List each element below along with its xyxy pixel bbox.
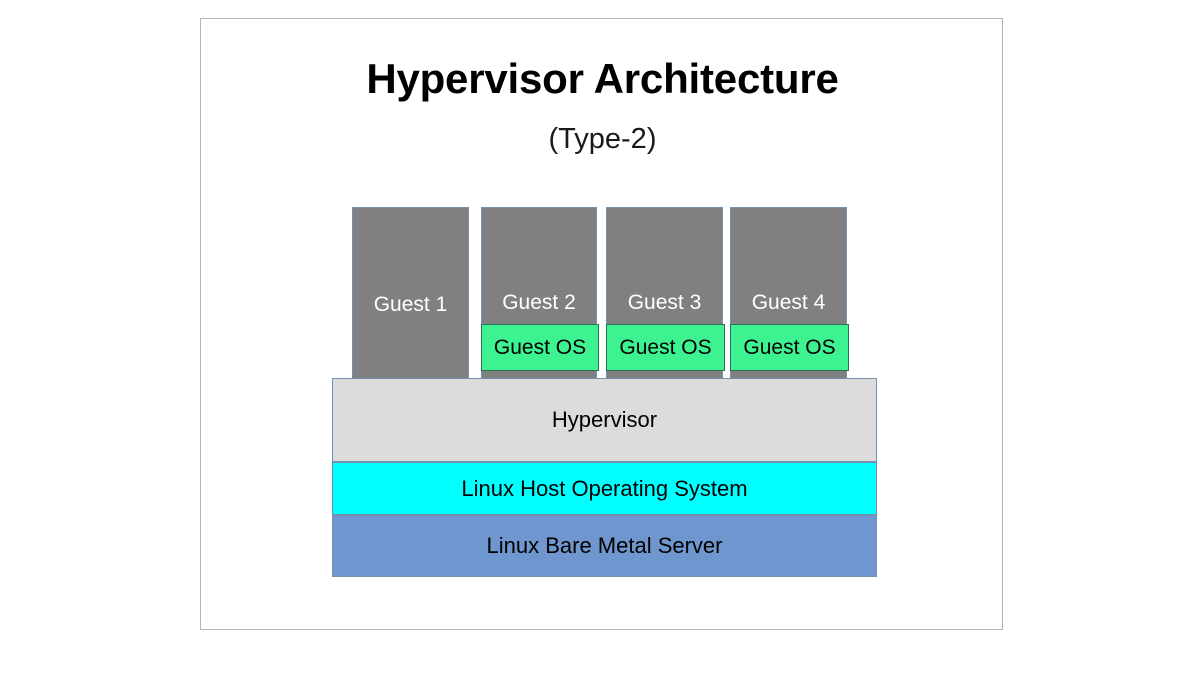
guest-os-box-2-label: Guest OS	[493, 336, 587, 359]
layer-hypervisor-label: Hypervisor	[551, 407, 658, 432]
guest-box-2[interactable]: Guest 2 Guest OS	[481, 207, 599, 379]
guest-os-box-4-label: Guest OS	[743, 336, 836, 359]
guest-os-box-4[interactable]: Guest OS	[730, 324, 849, 371]
guest-os-box-2[interactable]: Guest OS	[481, 324, 599, 371]
page-title: Hypervisor Architecture	[366, 55, 839, 102]
layer-bare-metal-server[interactable]: Linux Bare Metal Server	[332, 515, 877, 577]
hypervisor-architecture-diagram: Guest 1 Guest 2 Guest OS Guest 3 Guest O…	[201, 19, 1004, 631]
guest-box-1[interactable]: Guest 1	[352, 207, 469, 379]
page-subtitle: (Type-2)	[548, 123, 657, 155]
slide-frame: Hypervisor Architecture (Type-2) Guest 1…	[200, 18, 1003, 630]
guest-os-box-3-label: Guest OS	[619, 336, 712, 359]
guest-box-4-label: Guest 4	[751, 291, 826, 314]
layer-bare-metal-server-label: Linux Bare Metal Server	[486, 533, 723, 558]
guest-box-3-label: Guest 3	[627, 291, 702, 314]
layer-host-operating-system[interactable]: Linux Host Operating System	[332, 462, 877, 515]
layer-hypervisor[interactable]: Hypervisor	[332, 378, 877, 462]
layer-host-operating-system-label: Linux Host Operating System	[461, 475, 748, 501]
guest-box-1-label: Guest 1	[373, 293, 448, 316]
guest-os-box-3[interactable]: Guest OS	[606, 324, 725, 371]
guest-box-3[interactable]: Guest 3 Guest OS	[606, 207, 725, 379]
guest-box-4[interactable]: Guest 4 Guest OS	[730, 207, 849, 379]
guest-box-2-label: Guest 2	[502, 291, 576, 314]
